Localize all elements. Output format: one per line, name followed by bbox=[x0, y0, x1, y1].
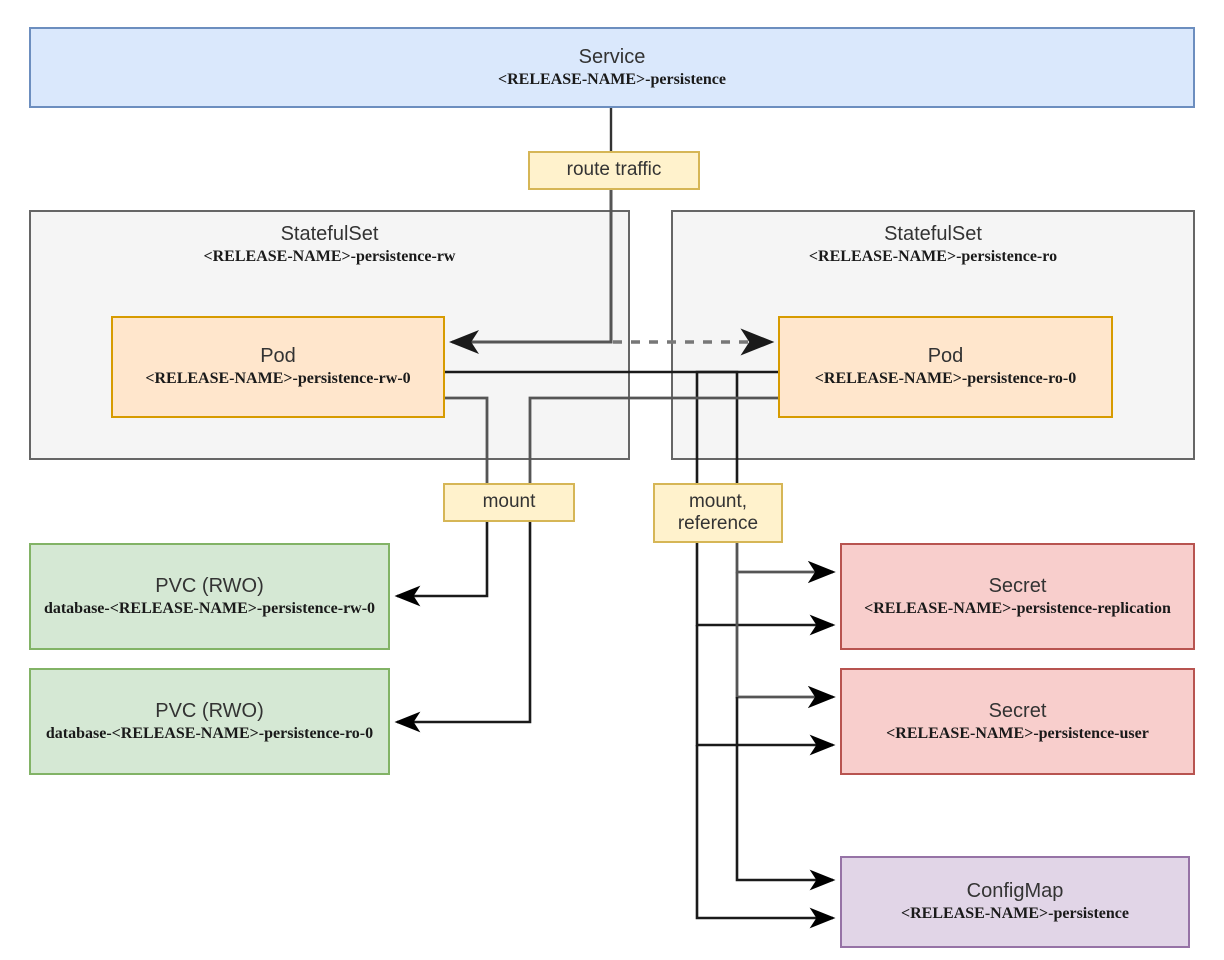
edge-mountref-to-configmap-a bbox=[735, 697, 836, 891]
node-pod-rw-name: <RELEASE-NAME>-persistence-rw-0 bbox=[145, 370, 411, 388]
node-secret-replication[interactable]: Secret <RELEASE-NAME>-persistence-replic… bbox=[840, 543, 1195, 650]
node-pvc-rw-name: database-<RELEASE-NAME>-persistence-rw-0 bbox=[43, 599, 376, 617]
edge-label-mount[interactable]: mount bbox=[443, 483, 575, 522]
node-secret-user[interactable]: Secret <RELEASE-NAME>-persistence-user bbox=[840, 668, 1195, 775]
edge-label-mount-reference[interactable]: mount, reference bbox=[653, 483, 783, 543]
edge-mountref-to-secret-replication-b bbox=[695, 543, 836, 636]
edge-label-mount-text: mount bbox=[482, 491, 536, 513]
edge-mountref-to-secret-user-a bbox=[735, 572, 836, 709]
node-service-name: <RELEASE-NAME>-persistence bbox=[498, 70, 726, 88]
node-pvc-rw-kind: PVC (RWO) bbox=[155, 574, 264, 597]
node-statefulset-rw-name: <RELEASE-NAME>-persistence-rw bbox=[203, 247, 456, 265]
node-statefulset-ro-name: <RELEASE-NAME>-persistence-ro bbox=[808, 247, 1058, 265]
edge-mountref-to-secret-user-b bbox=[695, 625, 836, 756]
node-pvc-rw[interactable]: PVC (RWO) database-<RELEASE-NAME>-persis… bbox=[29, 543, 390, 650]
node-statefulset-rw-kind: StatefulSet bbox=[280, 223, 379, 245]
node-secret-replication-name: <RELEASE-NAME>-persistence-replication bbox=[864, 599, 1171, 617]
edge-label-route-traffic[interactable]: route traffic bbox=[528, 151, 700, 190]
node-configmap-name: <RELEASE-NAME>-persistence bbox=[901, 905, 1129, 923]
node-pod-ro-kind: Pod bbox=[927, 345, 964, 368]
edge-mount-to-pvc-rw bbox=[394, 522, 489, 607]
edge-label-route-traffic-text: route traffic bbox=[566, 159, 662, 181]
node-service-kind: Service bbox=[578, 45, 646, 68]
node-secret-user-kind: Secret bbox=[988, 699, 1047, 722]
node-pvc-ro[interactable]: PVC (RWO) database-<RELEASE-NAME>-persis… bbox=[29, 668, 390, 775]
node-secret-replication-kind: Secret bbox=[988, 574, 1047, 597]
node-pvc-ro-name: database-<RELEASE-NAME>-persistence-ro-0 bbox=[45, 724, 374, 742]
edge-mountref-to-secret-replication-a bbox=[735, 543, 836, 584]
node-statefulset-ro-kind: StatefulSet bbox=[884, 223, 982, 245]
edge-mountref-to-configmap-b bbox=[695, 745, 836, 929]
node-pod-rw[interactable]: Pod <RELEASE-NAME>-persistence-rw-0 bbox=[111, 316, 445, 418]
edge-mount-to-pvc-ro bbox=[394, 522, 532, 733]
node-pod-ro-name: <RELEASE-NAME>-persistence-ro-0 bbox=[814, 370, 1077, 388]
node-service[interactable]: Service <RELEASE-NAME>-persistence bbox=[29, 27, 1195, 108]
edge-label-mount-reference-line2: reference bbox=[677, 513, 759, 534]
node-secret-user-name: <RELEASE-NAME>-persistence-user bbox=[886, 724, 1149, 742]
node-configmap[interactable]: ConfigMap <RELEASE-NAME>-persistence bbox=[840, 856, 1190, 948]
node-pod-rw-kind: Pod bbox=[260, 345, 296, 368]
node-pod-ro[interactable]: Pod <RELEASE-NAME>-persistence-ro-0 bbox=[778, 316, 1113, 418]
node-pvc-ro-kind: PVC (RWO) bbox=[155, 699, 264, 722]
edge-label-mount-reference-line1: mount, bbox=[688, 490, 748, 512]
node-configmap-kind: ConfigMap bbox=[966, 880, 1064, 903]
